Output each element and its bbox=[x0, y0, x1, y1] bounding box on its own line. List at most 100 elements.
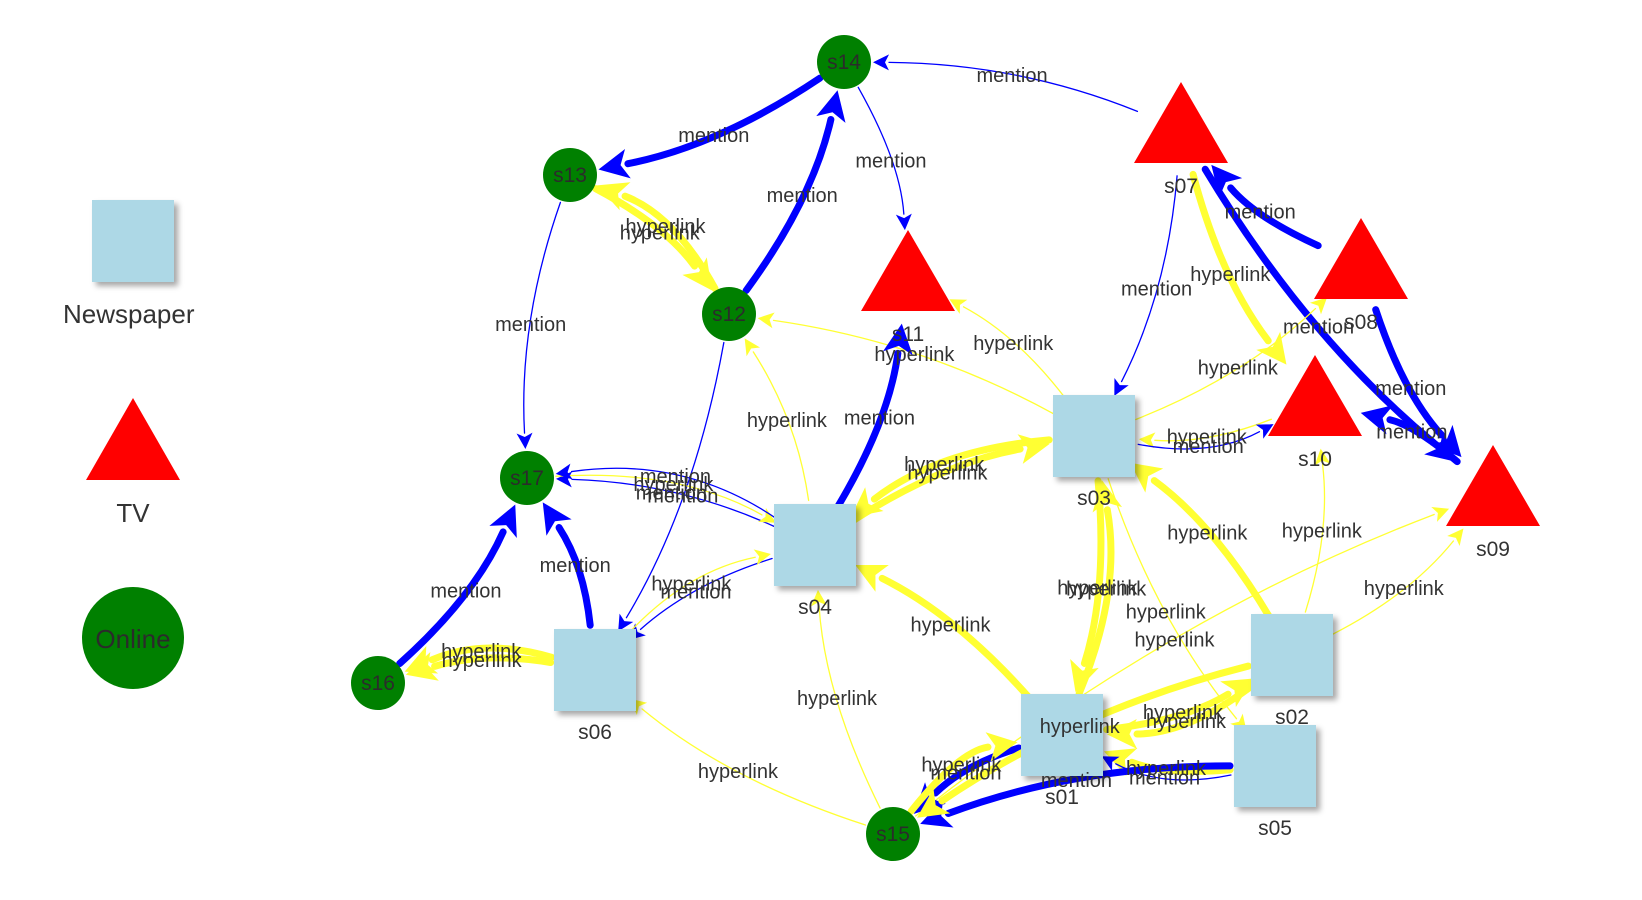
node-label: s11 bbox=[892, 323, 924, 346]
mention-edge-arrowhead bbox=[882, 323, 913, 356]
mention-edge-line bbox=[1386, 416, 1461, 466]
hyperlink-edge-label: hyperlink bbox=[907, 462, 988, 484]
hyperlink-edge-line bbox=[772, 319, 1056, 415]
node-s04[interactable]: s04 bbox=[774, 504, 856, 619]
newspaper-node-square bbox=[1021, 694, 1103, 776]
legend-tv-label: TV bbox=[116, 498, 150, 528]
mention-edge-arrowhead bbox=[1430, 424, 1462, 458]
node-label: s07 bbox=[1164, 175, 1198, 198]
mention-edge-arrowhead bbox=[1255, 424, 1274, 439]
node-label: s03 bbox=[1077, 487, 1111, 510]
mention-edge-line bbox=[570, 467, 779, 521]
legend: Newspaper TV Online bbox=[63, 200, 195, 689]
edge-s12-s06 bbox=[618, 341, 725, 632]
edge-s03-s11 bbox=[949, 299, 1068, 401]
edge-s07-s14 bbox=[872, 54, 1139, 113]
hyperlink-edge-line bbox=[624, 556, 756, 638]
node-s16[interactable]: s16 bbox=[351, 656, 405, 710]
mention-edge-arrowhead bbox=[489, 504, 517, 539]
hyperlink-edge-line bbox=[555, 474, 763, 516]
tv-node-triangle bbox=[1446, 445, 1540, 526]
edge-s06-s16 bbox=[404, 644, 556, 674]
edge-labels: mentionmentionmentionmentionhyperlinkhyp… bbox=[430, 65, 1447, 792]
mention-edge-arrowhead bbox=[1114, 377, 1129, 396]
mention-edge-label: mention bbox=[647, 486, 718, 508]
online-node-circle bbox=[866, 807, 920, 861]
hyperlink-edge-label: hyperlink bbox=[1198, 358, 1279, 380]
hyperlink-edge-label: hyperlink bbox=[1146, 711, 1227, 733]
hyperlink-edge-label: hyperlink bbox=[1364, 578, 1445, 600]
hyperlink-edge-label: hyperlink bbox=[1282, 521, 1363, 543]
node-s11[interactable]: s11 bbox=[861, 230, 955, 346]
node-s09[interactable]: s09 bbox=[1446, 445, 1540, 561]
node-s03[interactable]: s03 bbox=[1053, 395, 1135, 510]
mention-edge-label: mention bbox=[430, 580, 501, 602]
edge-s03-s08 bbox=[1135, 297, 1328, 421]
edge-s06-s17 bbox=[542, 502, 594, 629]
mention-edge-line bbox=[396, 528, 507, 668]
newspaper-node-square bbox=[554, 629, 636, 711]
mention-edge-arrowhead bbox=[1360, 405, 1394, 435]
node-label: s15 bbox=[876, 823, 910, 846]
edge-s15-s01 bbox=[907, 732, 1018, 815]
hyperlink-edge-arrowhead bbox=[1309, 297, 1328, 315]
hyperlink-edge-label: hyperlink bbox=[797, 688, 878, 710]
node-s12[interactable]: s12 bbox=[702, 287, 756, 341]
mention-edge-label: mention bbox=[1376, 421, 1447, 443]
legend-newspaper-label: Newspaper bbox=[63, 299, 195, 329]
hyperlink-edge-label: hyperlink bbox=[1057, 578, 1138, 600]
edge-s17-s04 bbox=[555, 474, 776, 523]
node-label: s17 bbox=[510, 467, 544, 490]
node-s15[interactable]: s15 bbox=[866, 807, 920, 861]
edge-s14-s11 bbox=[857, 86, 912, 231]
mention-edge-arrowhead bbox=[542, 502, 572, 536]
hyperlink-edge-line bbox=[1331, 540, 1455, 636]
edge-s07-s03 bbox=[1114, 175, 1178, 396]
hyperlink-edge-line bbox=[1150, 477, 1273, 620]
edge-s02-s10 bbox=[1304, 448, 1331, 613]
node-label: s02 bbox=[1275, 706, 1309, 729]
node-label: s06 bbox=[578, 721, 612, 744]
edge-s06-s04 bbox=[624, 549, 771, 638]
hyperlink-edge-label: hyperlink bbox=[1066, 579, 1147, 601]
node-s02[interactable]: s02 bbox=[1251, 614, 1333, 729]
hyperlink-edge-label: hyperlink bbox=[1134, 629, 1215, 651]
node-s14[interactable]: s14 bbox=[817, 35, 871, 89]
node-s05[interactable]: s05 bbox=[1234, 725, 1316, 840]
mention-edge-line bbox=[571, 478, 775, 528]
edge-s14-s13 bbox=[598, 74, 824, 179]
legend-tv: TV bbox=[86, 398, 180, 528]
hyperlink-edge-line bbox=[870, 436, 1053, 503]
hyperlink-edge-arrowhead bbox=[1314, 448, 1331, 466]
edge-s13-s17 bbox=[516, 201, 562, 450]
hyperlink-edge-arrowhead bbox=[1447, 528, 1464, 547]
hyperlink-edge-line bbox=[907, 743, 992, 815]
hyperlink-edge-arrowhead bbox=[758, 507, 776, 523]
node-s07[interactable]: s07 bbox=[1134, 82, 1228, 198]
edge-s16-s17 bbox=[396, 504, 517, 668]
node-s13[interactable]: s13 bbox=[543, 148, 597, 202]
node-s06[interactable]: s06 bbox=[554, 629, 636, 744]
edge-s01-s04 bbox=[855, 564, 1036, 705]
hyperlink-edge-label: hyperlink bbox=[698, 761, 779, 783]
node-label: s12 bbox=[712, 303, 746, 326]
mention-edge-arrowhead bbox=[872, 54, 890, 71]
hyperlink-edge-arrowhead bbox=[850, 487, 884, 518]
node-s17[interactable]: s17 bbox=[500, 451, 554, 505]
edge-s15-s04 bbox=[811, 589, 881, 809]
legend-newspaper: Newspaper bbox=[63, 200, 195, 329]
mention-edge-line bbox=[639, 557, 773, 631]
mention-edge-arrowhead bbox=[598, 148, 631, 179]
hyperlink-edge-label: hyperlink bbox=[1040, 716, 1121, 738]
node-label: s13 bbox=[553, 164, 587, 187]
hyperlink-edge-line bbox=[1133, 678, 1260, 738]
node-s01[interactable]: s01 bbox=[1021, 694, 1103, 809]
node-s10[interactable]: s10 bbox=[1268, 355, 1362, 471]
node-s08[interactable]: s08 bbox=[1314, 218, 1408, 334]
hyperlink-edge-label: hyperlink bbox=[1167, 427, 1248, 449]
edge-s02-s01 bbox=[1106, 678, 1260, 750]
mention-edge-label: mention bbox=[1225, 201, 1296, 223]
mention-edge-arrowhead bbox=[555, 463, 573, 480]
hyperlink-edge-arrowhead bbox=[949, 299, 968, 314]
node-label: s16 bbox=[361, 672, 395, 695]
